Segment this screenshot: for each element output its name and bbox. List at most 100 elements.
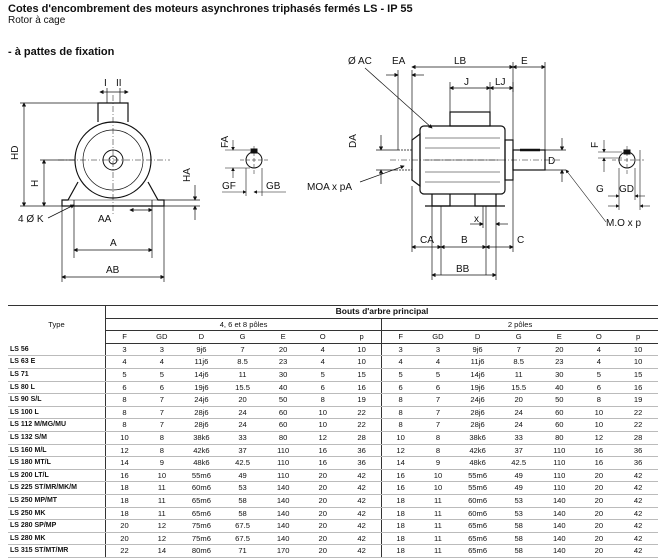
value-cell-right-p: 42 [618,544,658,558]
value-cell-left-p: 36 [342,456,382,470]
value-cell-left-p: 28 [342,431,382,445]
value-cell-right-o: 20 [579,481,619,495]
dim-label-A: A [110,238,117,249]
column-header-right-d: D [456,330,499,344]
motor-type-cell: LS 112 M/MG/MU [8,418,106,432]
value-cell-right-e: 20 [538,343,580,357]
value-cell-right-p: 10 [618,355,658,369]
value-cell-left-e: 110 [262,456,304,470]
dim-label-EA: EA [392,56,406,67]
value-cell-right-p: 16 [618,381,658,395]
value-cell-left-f: 20 [104,519,144,533]
value-cell-left-d: 75m6 [180,532,223,546]
motor-type-cell: LS 180 MT/L [8,456,106,470]
value-cell-right-d: 65m6 [456,519,499,533]
value-cell-left-f: 3 [104,343,144,357]
value-cell-left-gd: 5 [143,368,181,382]
value-cell-right-o: 20 [579,507,619,521]
column-header-left-e: E [262,330,304,344]
value-cell-right-f: 4 [381,355,420,369]
value-cell-left-gd: 11 [143,481,181,495]
column-header-left-d: D [180,330,223,344]
value-cell-left-p: 15 [342,368,382,382]
value-cell-right-gd: 11 [419,532,457,546]
value-cell-left-f: 6 [104,381,144,395]
column-header-right-g: G [498,330,539,344]
value-cell-left-o: 16 [303,444,343,458]
value-cell-right-d: 14j6 [456,368,499,382]
value-cell-left-o: 20 [303,519,343,533]
dim-label-DA: DA [348,134,359,148]
dim-label-MO: M.O x p [606,218,641,229]
value-cell-right-p: 42 [618,469,658,483]
value-cell-left-g: 67.5 [222,532,263,546]
value-cell-left-g: 33 [222,431,263,445]
value-cell-left-e: 140 [262,494,304,508]
value-cell-right-o: 5 [579,368,619,382]
value-cell-left-e: 140 [262,481,304,495]
value-cell-left-e: 140 [262,507,304,521]
column-header-left-g: G [222,330,263,344]
value-cell-right-gd: 5 [419,368,457,382]
value-cell-left-p: 16 [342,381,382,395]
value-cell-left-p: 19 [342,393,382,407]
value-cell-right-g: 49 [498,469,539,483]
value-cell-right-o: 10 [579,406,619,420]
motor-type-cell: LS 90 S/L [8,393,106,407]
value-cell-right-g: 8.5 [498,355,539,369]
value-cell-left-p: 42 [342,494,382,508]
value-cell-left-p: 42 [342,507,382,521]
value-cell-left-d: 75m6 [180,519,223,533]
motor-type-cell: LS 100 L [8,406,106,420]
value-cell-right-o: 20 [579,469,619,483]
value-cell-left-g: 8.5 [222,355,263,369]
value-cell-left-o: 4 [303,343,343,357]
value-cell-right-gd: 7 [419,393,457,407]
dim-label-J: J [464,77,469,88]
value-cell-right-o: 4 [579,343,619,357]
value-cell-right-d: 11j6 [456,355,499,369]
value-cell-right-p: 15 [618,368,658,382]
value-cell-right-p: 42 [618,532,658,546]
value-cell-left-e: 170 [262,544,304,558]
value-cell-right-o: 8 [579,393,619,407]
dim-label-B: B [461,235,468,246]
value-cell-left-o: 10 [303,418,343,432]
document-title: Cotes d'encombrement des moteurs asynchr… [8,3,413,15]
value-cell-left-gd: 4 [143,355,181,369]
value-cell-right-g: 58 [498,519,539,533]
value-cell-left-d: 38k6 [180,431,223,445]
value-cell-left-g: 11 [222,368,263,382]
value-cell-right-d: 38k6 [456,431,499,445]
dim-label-CA: CA [420,235,434,246]
value-cell-left-g: 58 [222,494,263,508]
value-cell-left-d: 28j6 [180,406,223,420]
value-cell-left-gd: 14 [143,544,181,558]
value-cell-right-g: 37 [498,444,539,458]
dim-label-LJ: LJ [495,77,506,88]
value-cell-right-e: 40 [538,381,580,395]
value-cell-left-p: 10 [342,343,382,357]
value-cell-left-g: 37 [222,444,263,458]
value-cell-left-f: 18 [104,494,144,508]
value-cell-left-p: 10 [342,355,382,369]
value-cell-left-g: 7 [222,343,263,357]
column-header-right-f: F [381,330,420,344]
value-cell-left-p: 36 [342,444,382,458]
value-cell-right-d: 19j6 [456,381,499,395]
value-cell-right-gd: 7 [419,406,457,420]
value-cell-right-gd: 9 [419,456,457,470]
value-cell-right-e: 110 [538,444,580,458]
value-cell-right-g: 58 [498,532,539,546]
value-cell-left-g: 58 [222,507,263,521]
value-cell-right-f: 18 [381,544,420,558]
motor-type-cell: LS 200 LT/L [8,469,106,483]
dim-label-D: D [548,156,555,167]
value-cell-left-gd: 7 [143,393,181,407]
value-cell-left-f: 22 [104,544,144,558]
value-cell-right-p: 42 [618,494,658,508]
